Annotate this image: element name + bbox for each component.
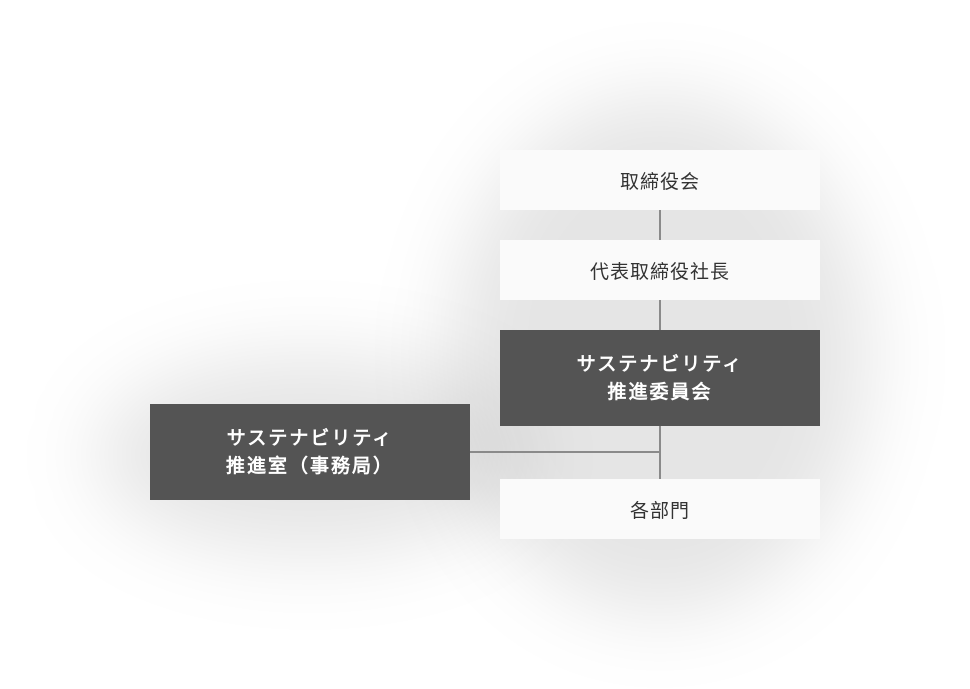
connector-office-branch (470, 451, 661, 453)
committee-label-line1: サステナビリティ (576, 353, 744, 375)
president-label: 代表取締役社長 (589, 260, 730, 283)
office-label-line2: 推進室（事務局） (225, 455, 394, 477)
office-label-line1: サステナビリティ (226, 427, 394, 449)
departments-label: 各部門 (629, 499, 690, 522)
board-of-directors-label: 取締役会 (619, 170, 700, 193)
departments-box: 各部門 (500, 479, 820, 539)
president-box: 代表取締役社長 (500, 240, 820, 300)
sustainability-office-box: サステナビリティ 推進室（事務局） (150, 404, 470, 500)
committee-label-line2: 推進委員会 (607, 381, 713, 403)
board-of-directors-box: 取締役会 (500, 150, 820, 210)
connector-president-committee (659, 300, 661, 330)
sustainability-committee-box: サステナビリティ 推進委員会 (500, 330, 820, 426)
connector-board-president (659, 210, 661, 240)
